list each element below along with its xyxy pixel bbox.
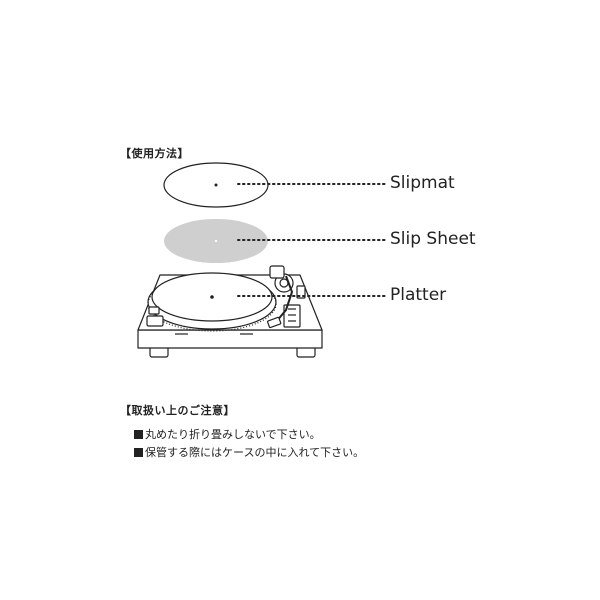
precautions-heading: 【取扱い上のご注意】 [120, 404, 235, 417]
slipmat-disc [163, 162, 269, 208]
bullet-square-icon [134, 447, 143, 457]
precaution-item: 丸めたり折り畳みしないで下さい。 [134, 426, 321, 442]
precaution-text: 保管する際にはケースの中に入れて下さい。 [145, 446, 365, 459]
usage-heading: 【使用方法】 [120, 147, 189, 160]
slipmat-label: Slipmat [390, 173, 455, 193]
slip-sheet-disc [164, 219, 268, 263]
platter-label: Platter [390, 285, 447, 305]
precaution-text: 丸めたり折り畳みしないで下さい。 [145, 428, 321, 441]
turntable-illustration [137, 265, 323, 358]
slip-sheet-label: Slip Sheet [390, 229, 476, 249]
bullet-square-icon [134, 429, 143, 439]
precaution-item: 保管する際にはケースの中に入れて下さい。 [134, 444, 364, 460]
